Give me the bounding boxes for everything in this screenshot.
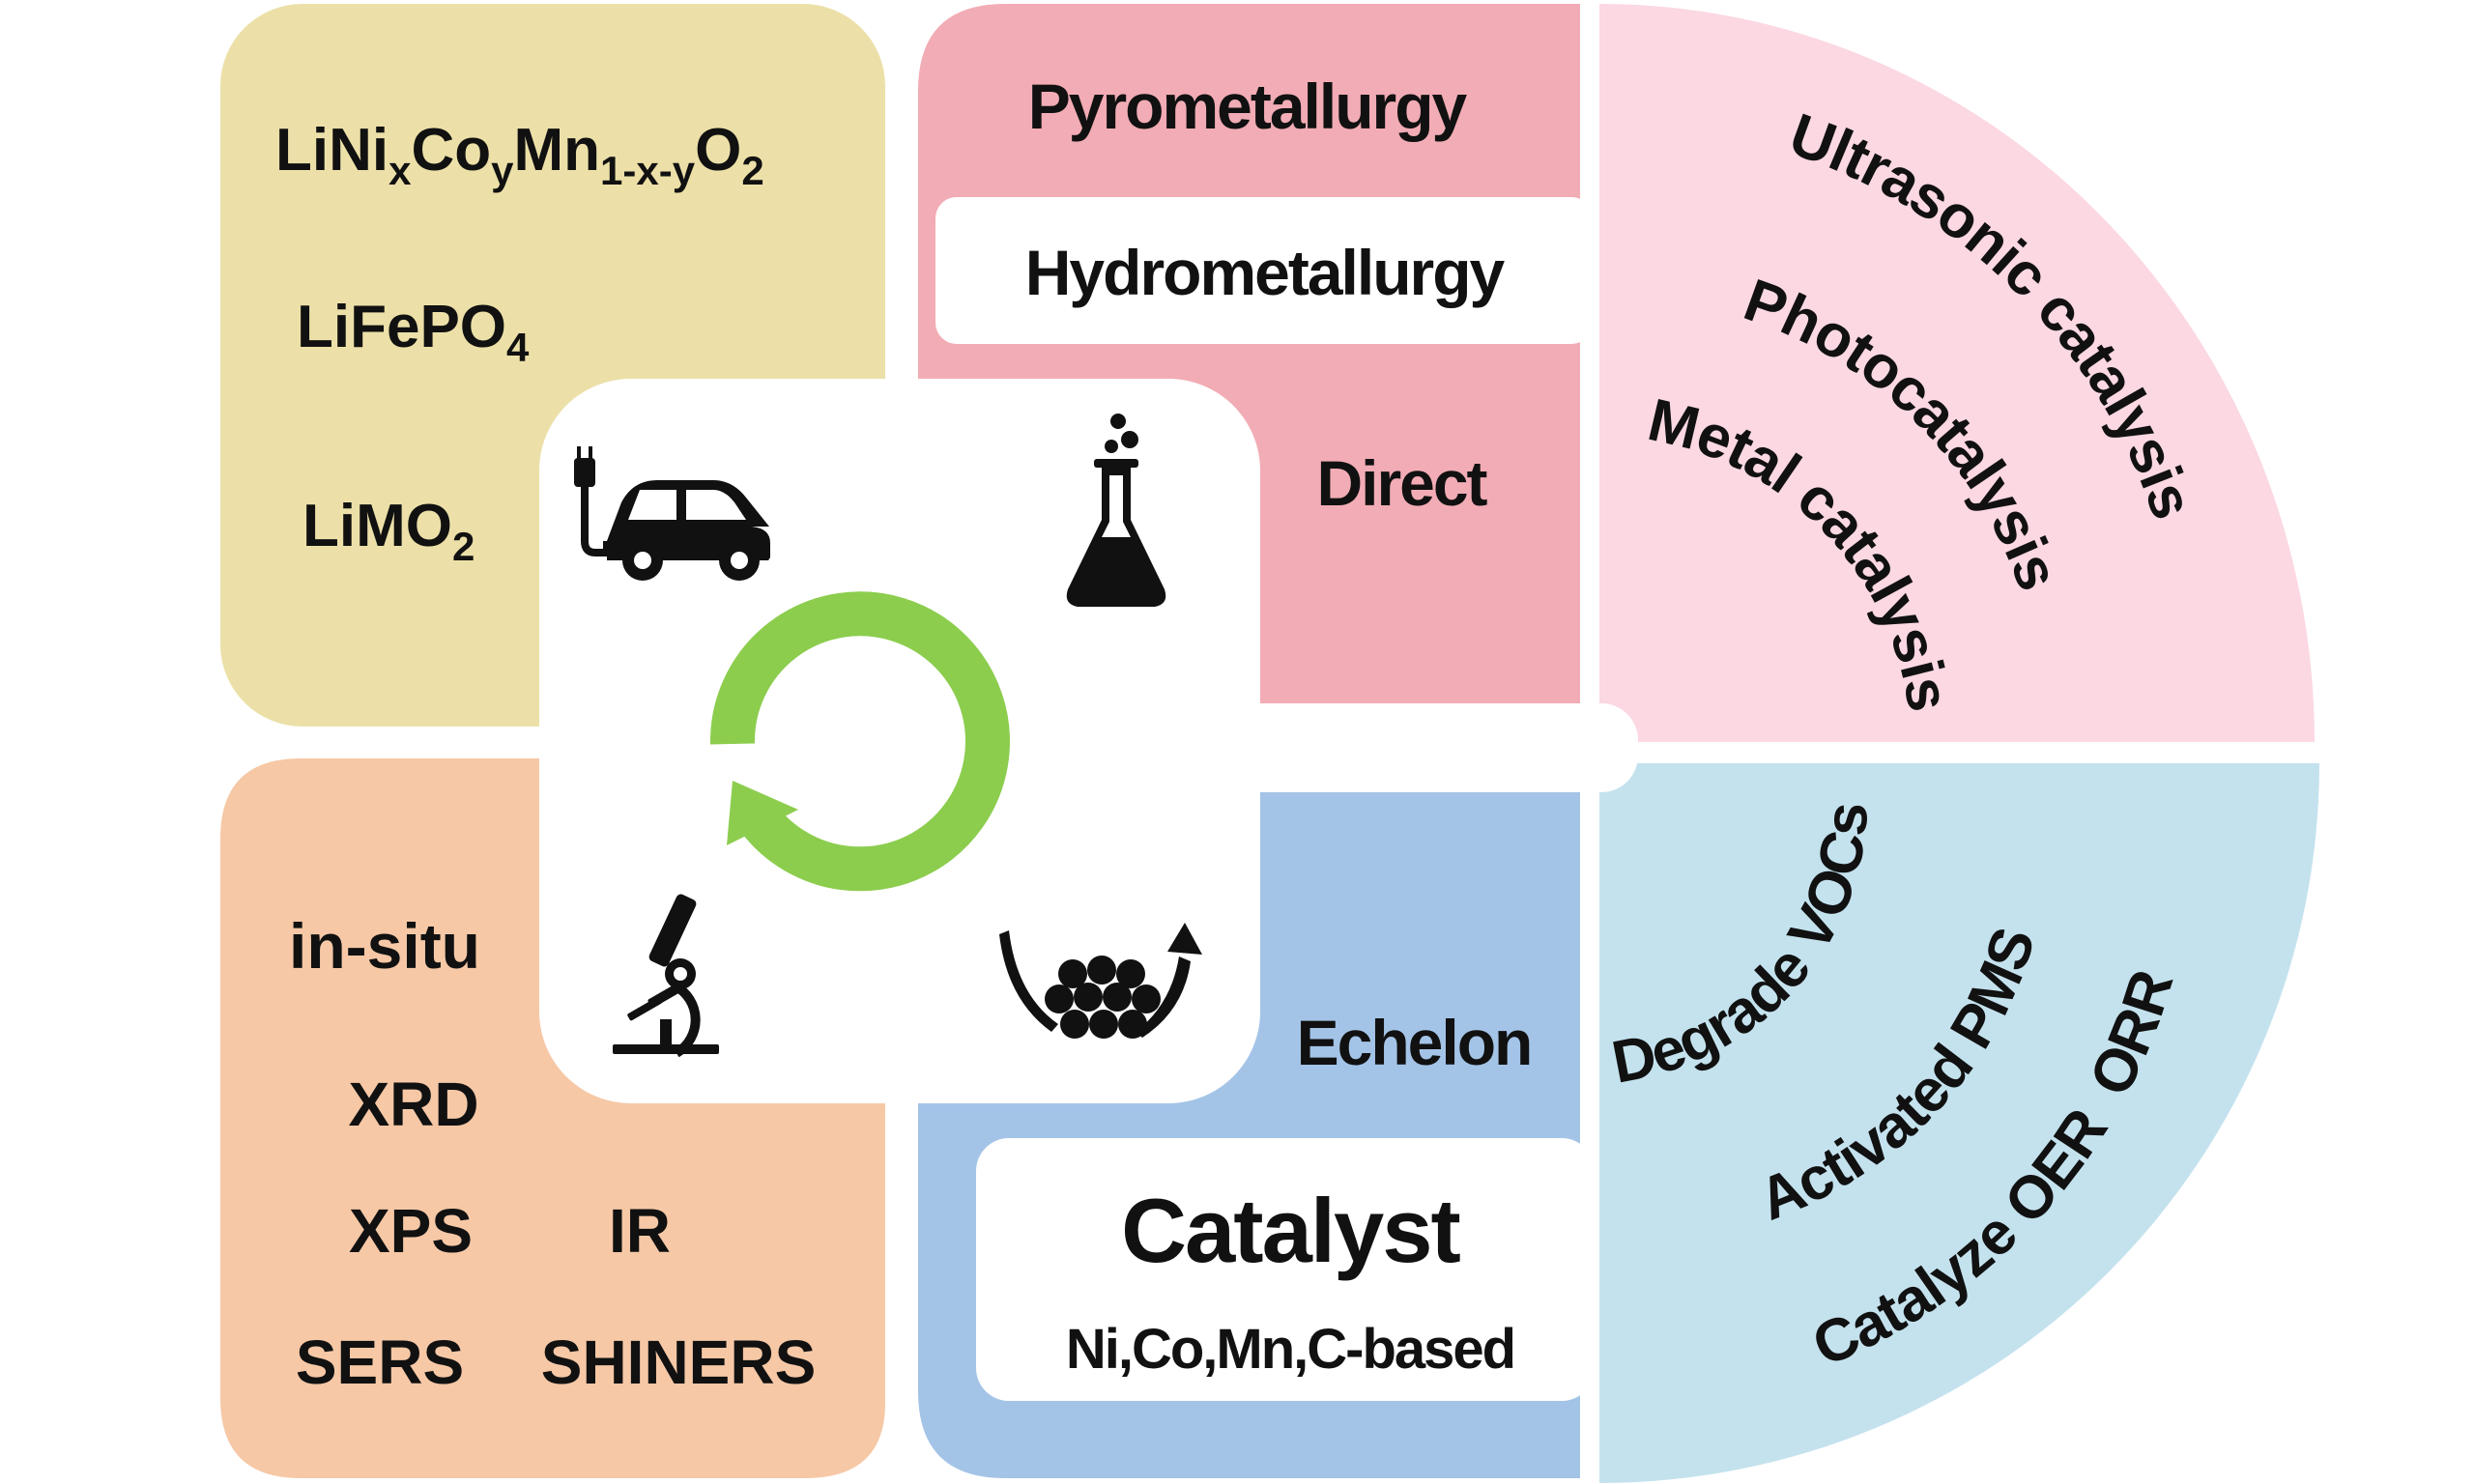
catalysis-types-panel [1599, 4, 2315, 742]
echelon-label: Echelon [1297, 1007, 1532, 1078]
limo-formula: LiMO2 [302, 493, 475, 569]
electric-car-icon [574, 446, 770, 581]
hydrometallurgy-card [935, 197, 1593, 344]
sers-label: SERS [296, 1327, 464, 1397]
shiners-label: SHINERS [541, 1327, 817, 1397]
pyrometallurgy-label: Pyrometallurgy [1028, 71, 1468, 142]
catalyst-title: Catalyst [1121, 1180, 1460, 1281]
recycle-arrow-icon [709, 591, 1010, 892]
hydrometallurgy-label: Hydrometallurgy [1025, 237, 1506, 308]
vertical-divider [1580, 0, 1599, 1484]
lfp-formula: LiFePO4 [297, 294, 530, 370]
application-panel [1599, 763, 2319, 1483]
nmc-formula: LiNixCoyMn1-x-yO2 [275, 117, 764, 193]
particles-bowl-icon [999, 923, 1202, 1039]
xps-label: XPS [349, 1196, 473, 1266]
flask-icon [1066, 414, 1166, 607]
ir-label: IR [609, 1196, 671, 1266]
xrd-label: XRD [348, 1070, 478, 1139]
catalyst-subtitle: Ni,Co,Mn,C-based [1066, 1318, 1514, 1381]
direct-label: Direct [1316, 447, 1487, 519]
in-situ-label: in-situ [289, 910, 480, 982]
microscope-icon [613, 894, 719, 1058]
catalyst-card [976, 1138, 1595, 1401]
